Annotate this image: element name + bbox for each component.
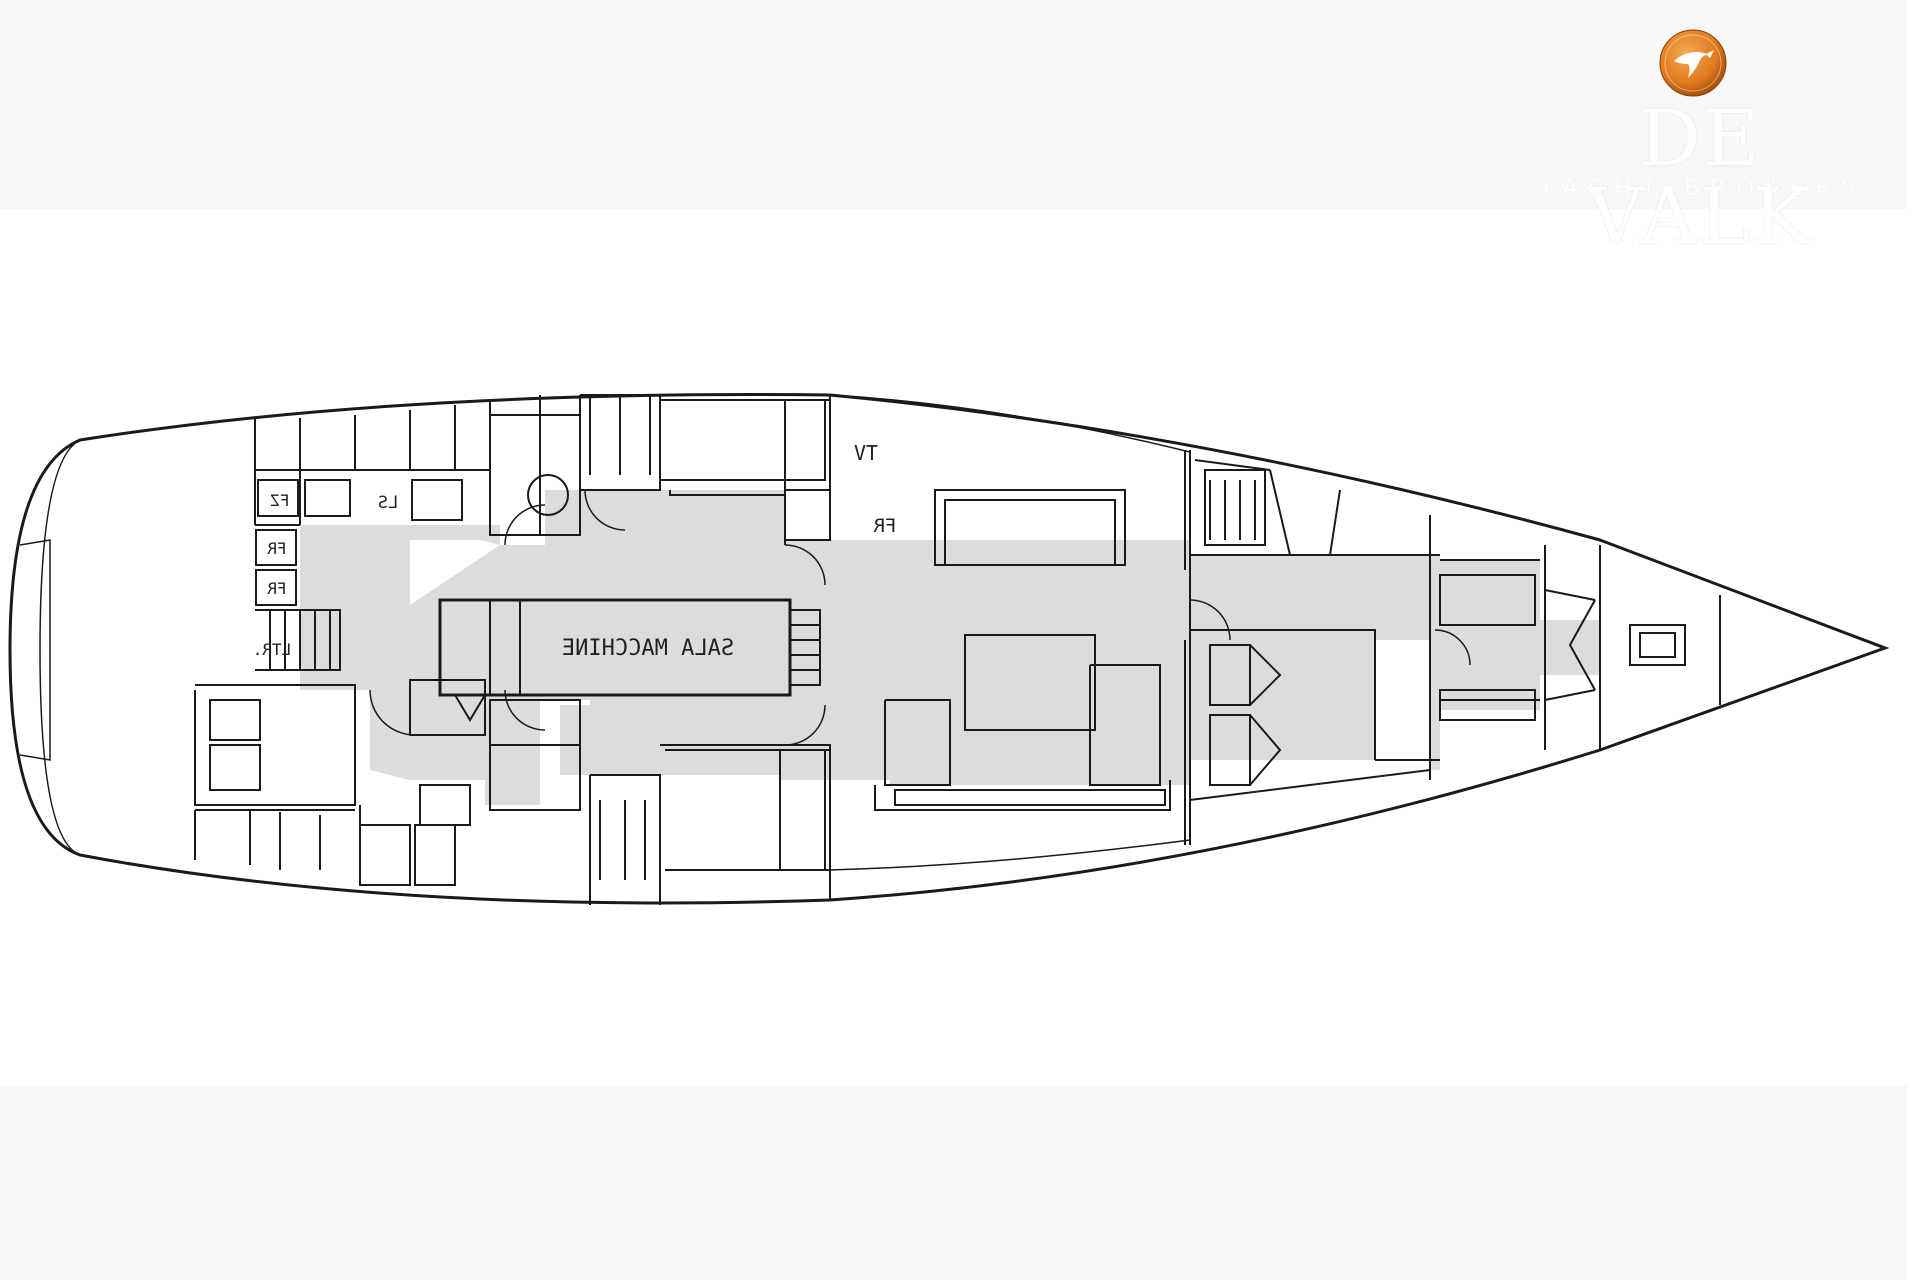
label-fr-galley-1: FR — [267, 539, 287, 558]
label-tv: TV — [854, 441, 878, 465]
brand-logo: DE VALK YACHT BROKERS — [1520, 28, 1880, 256]
bottom-band — [0, 1086, 1907, 1280]
interior-structure — [194, 394, 1721, 905]
label-ls: LS — [378, 493, 398, 513]
label-ltr: LTR. — [253, 640, 292, 659]
door-swings — [369, 489, 1471, 746]
plan-labels: SALA MACCHINE TV FR FR FR LS FZ LTR. — [253, 441, 897, 661]
label-fr-galley-2: FR — [267, 579, 287, 598]
walkway-areas — [300, 490, 1600, 805]
label-fr-saloon: FR — [873, 515, 896, 537]
top-band — [0, 0, 1907, 209]
right-edge — [1907, 0, 1920, 1280]
label-fz: FZ — [270, 491, 290, 510]
brand-name: DE VALK — [1587, 94, 1813, 262]
label-engine-room: SALA MACCHINE — [562, 636, 734, 661]
dolphin-icon — [1658, 28, 1728, 98]
brand-tagline: YACHT BROKERS — [1539, 176, 1867, 201]
